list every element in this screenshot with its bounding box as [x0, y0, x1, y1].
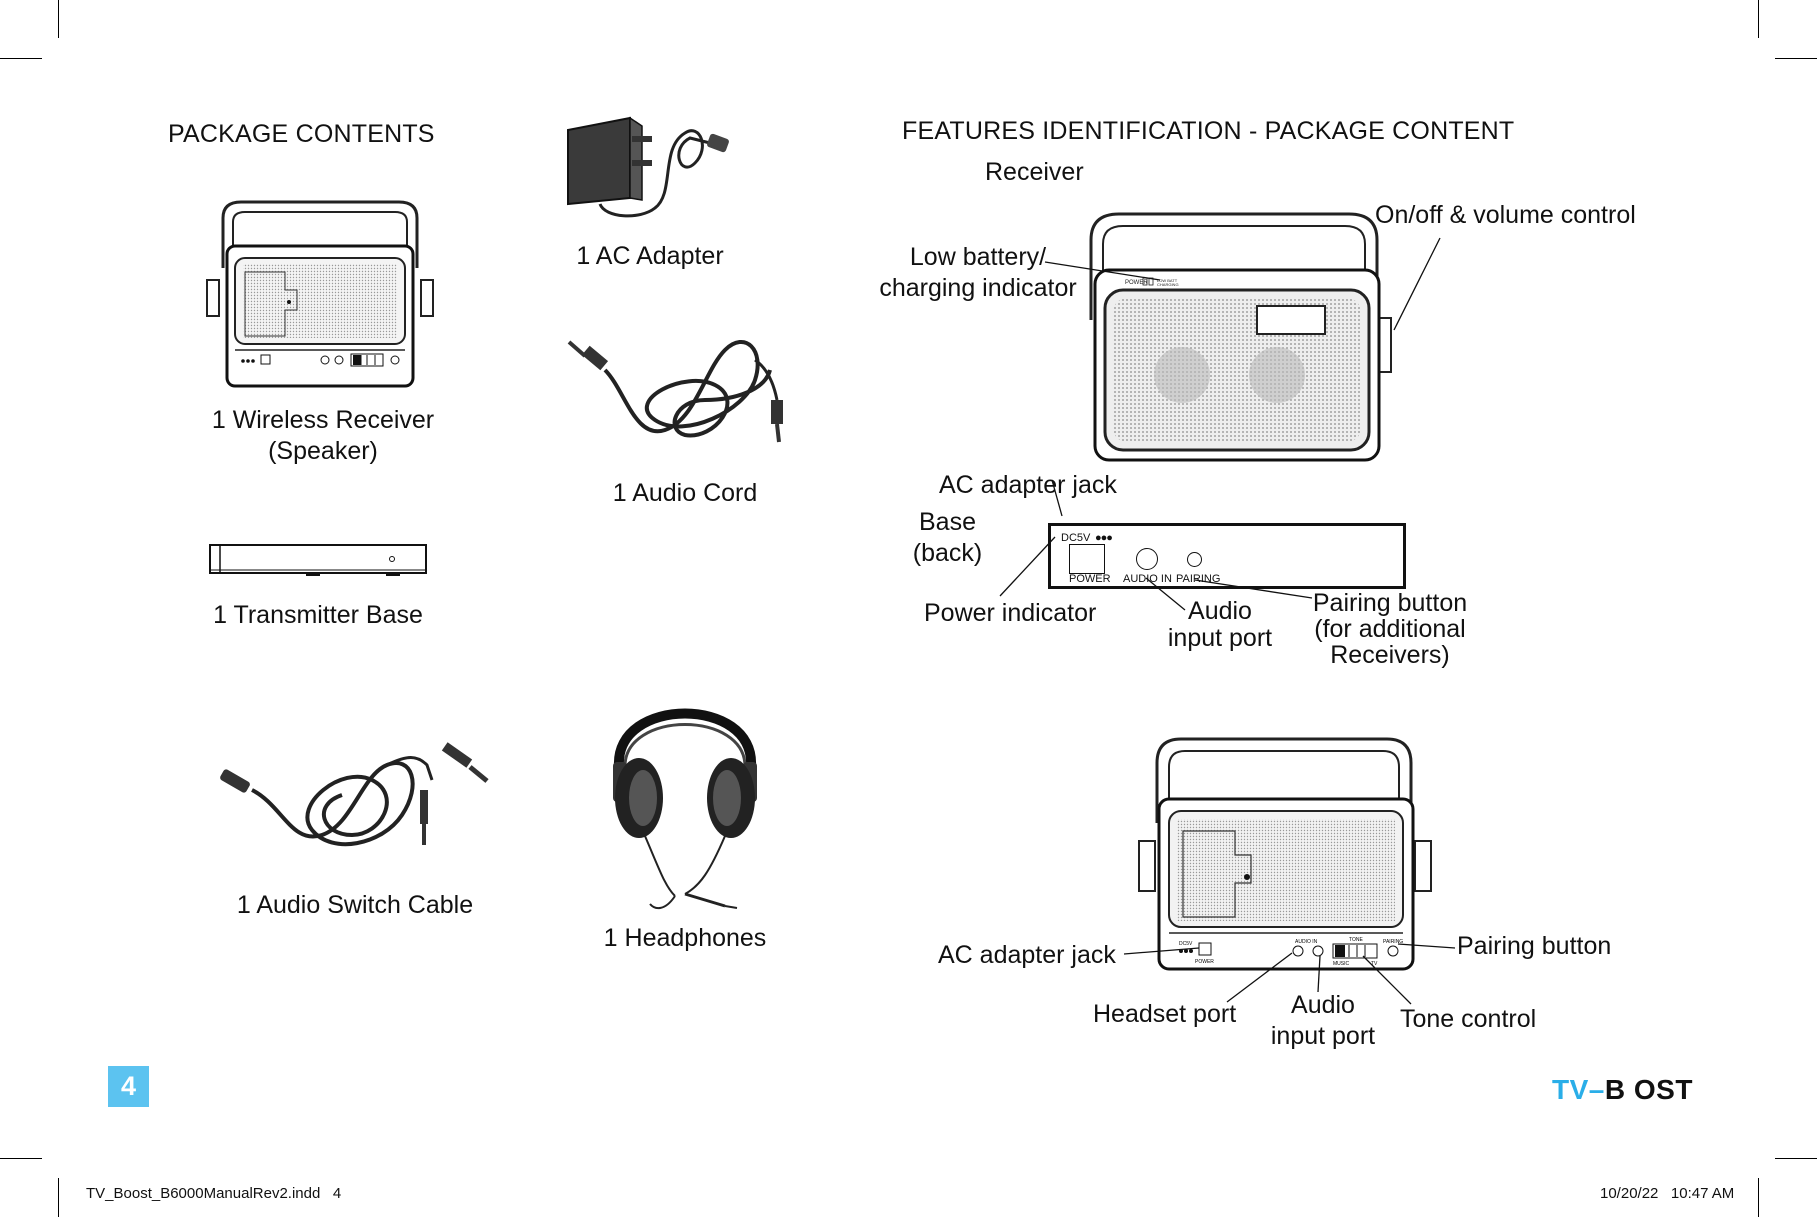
callout-pairing-base: Pairing button (for additional Receivers…: [1312, 589, 1468, 669]
tv-boost-logo: TV–B OST: [1552, 1074, 1693, 1106]
base-back-panel: DC5V ●●● POWER AUDIO IN PAIRING: [1048, 523, 1406, 589]
svg-text:PAIRING: PAIRING: [1383, 939, 1403, 945]
callout-ac-jack-bottom: AC adapter jack: [938, 941, 1116, 969]
base-power-button[interactable]: [1069, 544, 1105, 574]
crop-mark: [0, 1158, 42, 1159]
logo-prefix: TV–: [1552, 1074, 1605, 1105]
callout-base-back: Base (back): [912, 508, 983, 567]
callout-headset-port: Headset port: [1093, 1000, 1237, 1028]
crop-mark: [1775, 58, 1817, 59]
callout-pairing-bottom: Pairing button: [1457, 932, 1612, 960]
receiver-item-label: 1 Wireless Receiver (Speaker): [211, 406, 435, 465]
svg-text:DC5V: DC5V: [1179, 941, 1193, 947]
callout-low-battery: Low battery/ charging indicator: [879, 243, 1077, 302]
headphones-illustration: [613, 708, 757, 910]
callout-audio-input-base: Audio input port: [1167, 597, 1273, 652]
ac-adapter-item-label: 1 AC Adapter: [576, 242, 724, 270]
svg-text:AUDIO IN: AUDIO IN: [1295, 939, 1318, 945]
callout-ac-jack-top: AC adapter jack: [939, 471, 1117, 499]
package-contents-heading: PACKAGE CONTENTS: [168, 120, 435, 148]
switch-cable-illustration: [220, 742, 489, 847]
base-dc-label: DC5V: [1061, 532, 1091, 544]
svg-text:TV: TV: [1371, 961, 1378, 967]
callout-power-indicator: Power indicator: [924, 599, 1097, 627]
transmitter-illustration: [209, 544, 427, 576]
svg-text:CHARGING: CHARGING: [1157, 282, 1179, 287]
callout-tone-control: Tone control: [1400, 1005, 1537, 1033]
callout-audio-input-bottom: Audio input port: [1270, 991, 1376, 1050]
page-number-badge: 4: [108, 1066, 149, 1107]
receiver-front-illustration: DC5V POWER AUDIO IN TONE MUSIC TV PAIRIN…: [1138, 737, 1432, 971]
base-dc-dots: ●●●: [1095, 532, 1113, 544]
crop-mark: [0, 58, 42, 59]
footer-datetime: 10/20/22 10:47 AM: [1600, 1185, 1735, 1202]
svg-text:MUSIC: MUSIC: [1333, 961, 1350, 967]
footer-file-name: TV_Boost_B6000ManualRev2.indd 4: [86, 1185, 342, 1202]
crop-mark: [58, 1178, 59, 1217]
audio-cord-item-label: 1 Audio Cord: [612, 479, 758, 507]
crop-mark: [1758, 0, 1759, 38]
svg-text:POWER: POWER: [1195, 959, 1214, 965]
callout-onoff-volume: On/off & volume control: [1375, 201, 1636, 229]
base-power-label: POWER: [1069, 573, 1111, 585]
logo-suffix: B OST: [1604, 1074, 1693, 1105]
svg-text:LOW BATT: LOW BATT: [1157, 278, 1178, 283]
receiver-illustration: [206, 200, 434, 388]
crop-mark: [58, 0, 59, 38]
switch-cable-item-label: 1 Audio Switch Cable: [236, 891, 474, 919]
receiver-back-illustration: POWER LOW BATT CHARGING: [1089, 212, 1392, 462]
base-audio-in-port[interactable]: [1136, 548, 1158, 570]
ac-adapter-illustration: [567, 116, 729, 218]
crop-mark: [1758, 1178, 1759, 1217]
svg-text:TONE: TONE: [1349, 937, 1363, 943]
audio-cord-illustration: [567, 340, 783, 443]
headphones-item-label: 1 Headphones: [603, 924, 767, 952]
crop-mark: [1775, 1158, 1817, 1159]
base-pairing-button[interactable]: [1187, 552, 1202, 567]
transmitter-item-label: 1 Transmitter Base: [213, 601, 423, 629]
svg-text:POWER: POWER: [1125, 280, 1148, 286]
features-heading: FEATURES IDENTIFICATION - PACKAGE CONTEN…: [902, 117, 1515, 145]
receiver-subheading: Receiver: [985, 158, 1084, 186]
